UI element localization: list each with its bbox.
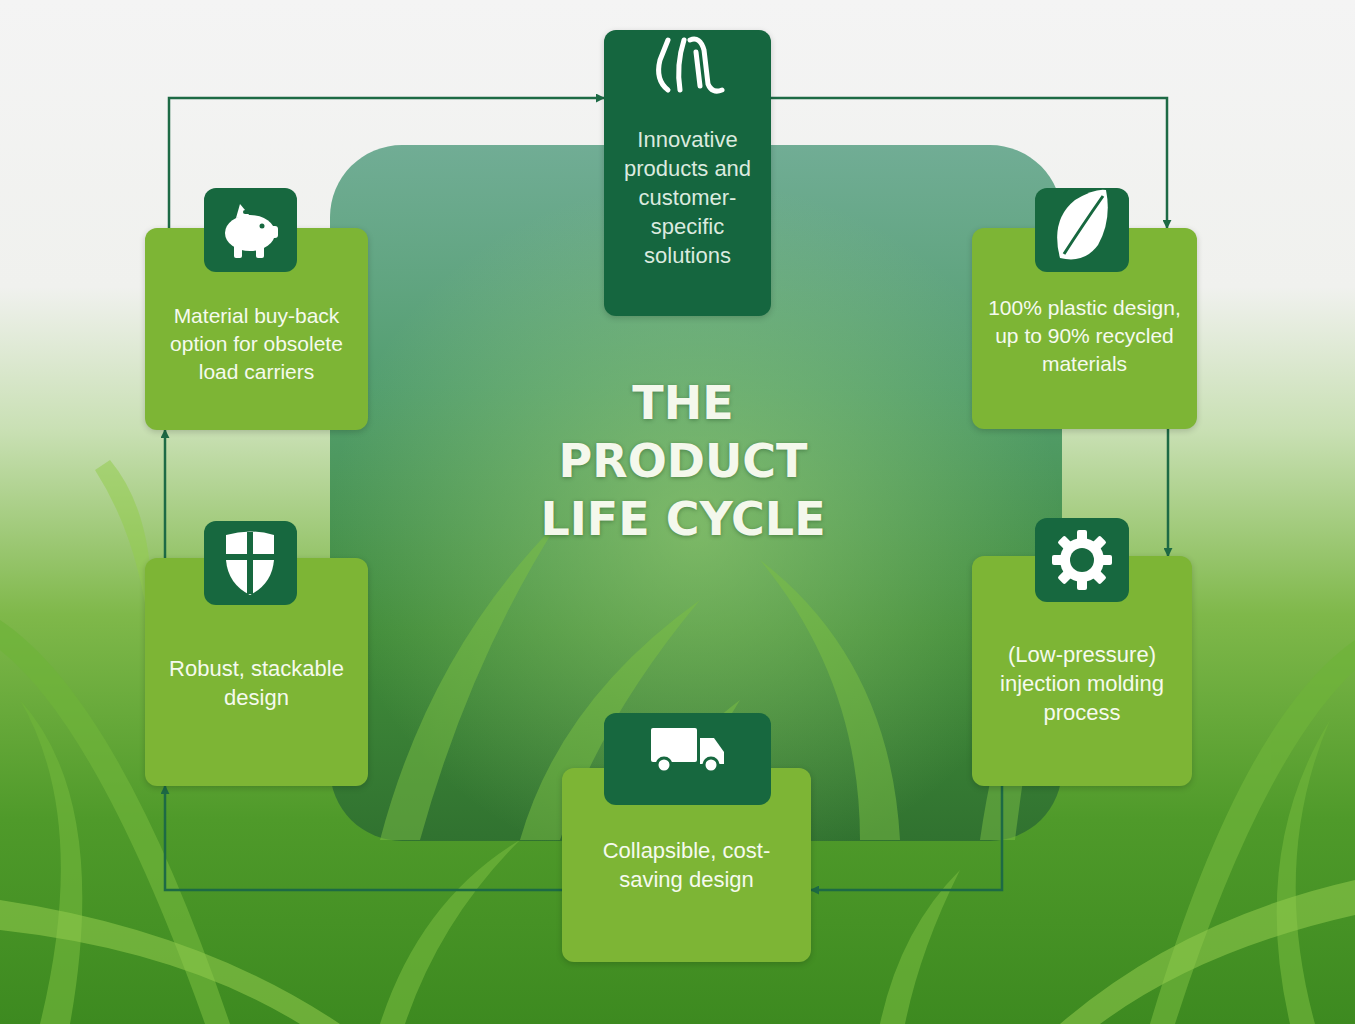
box-label: Material buy-back option for obsolete lo… [155, 302, 358, 386]
flow-arrow [771, 98, 1167, 228]
feature-box: Robust, stackable design [145, 558, 368, 786]
logo-icon [659, 39, 722, 91]
feature-box: Collapsible, cost-saving design [562, 768, 811, 962]
box-label: Collapsible, cost-saving design [572, 836, 801, 894]
icon-tab [204, 188, 1129, 805]
truck-icon [651, 728, 724, 772]
flow-arrow [1167, 429, 1170, 556]
feature-box: Material buy-back option for obsolete lo… [145, 228, 368, 430]
flow-arrow [169, 98, 604, 228]
gear-icon [1052, 530, 1112, 590]
leaf-icon [1057, 190, 1108, 260]
diagram-title: THE PRODUCT LIFE CYCLE [533, 374, 833, 548]
box-label: 100% plastic design, up to 90% recycled … [982, 294, 1187, 378]
feature-box: (Low-pressure) injection molding process [972, 556, 1192, 786]
feature-box: 100% plastic design, up to 90% recycled … [972, 228, 1197, 429]
piggy-bank-icon [225, 204, 278, 258]
box-label: Robust, stackable design [155, 654, 358, 712]
box-label: (Low-pressure) injection molding process [982, 640, 1182, 727]
feature-box-dark: Innovative products and customer-specifi… [604, 30, 771, 316]
flow-arrow [164, 430, 167, 558]
box-label: Innovative products and customer-specifi… [614, 125, 761, 270]
flow-arrow [165, 786, 562, 890]
shield-icon [226, 532, 274, 596]
flow-arrow [811, 786, 1002, 890]
